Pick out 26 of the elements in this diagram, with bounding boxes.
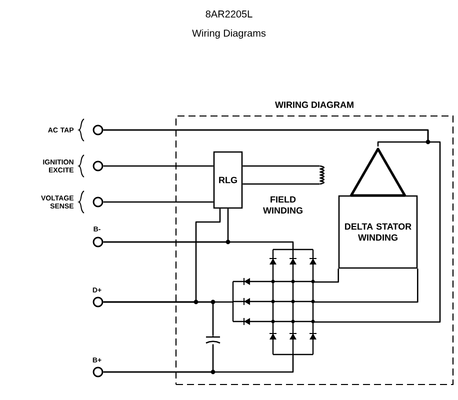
terminal (92, 196, 104, 208)
wire (242, 183, 320, 185)
node-label: WIRING DIAGRAM (275, 102, 354, 108)
terminal (92, 236, 104, 248)
diode-bridge-drawing (232, 248, 317, 356)
terminal (92, 124, 104, 136)
capacitor-symbol (205, 335, 221, 344)
title: 8AR2205L (206, 10, 252, 18)
wire (103, 129, 441, 323)
terminal (92, 160, 104, 172)
wire (242, 165, 320, 167)
field-coil (319, 165, 325, 185)
wire (103, 201, 214, 203)
wire (313, 268, 418, 303)
stator-box: DELTA STATOR WINDING (338, 195, 418, 269)
terminal-label: FIELD WINDING (263, 196, 302, 214)
wire (103, 165, 214, 167)
wire (313, 268, 339, 283)
wire (103, 241, 294, 250)
regulator-box: RLG (213, 151, 243, 209)
terminal (92, 366, 104, 378)
subtitle: Wiring Diagrams (192, 29, 266, 39)
wire (103, 344, 214, 373)
wire (103, 301, 214, 336)
terminal (92, 296, 104, 308)
delta-triangle (350, 148, 406, 197)
